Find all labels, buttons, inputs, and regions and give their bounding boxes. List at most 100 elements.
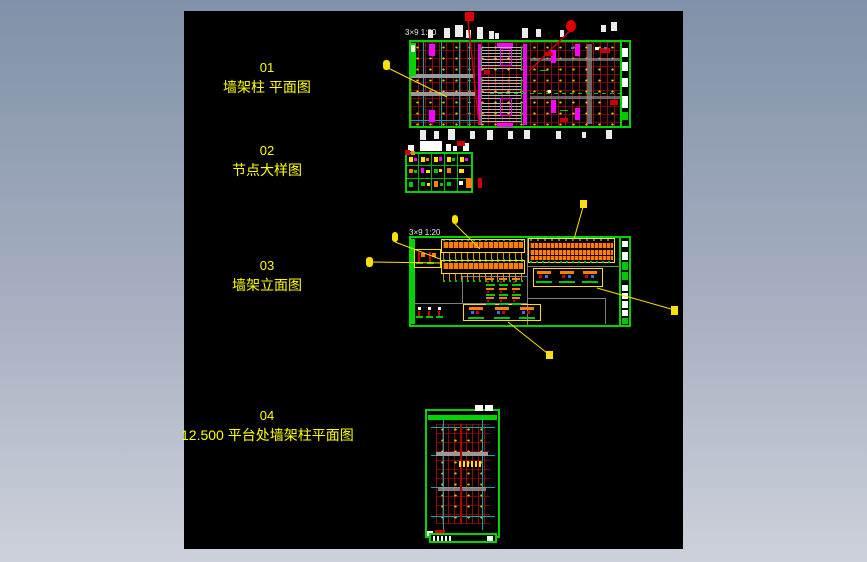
elev-strip bbox=[530, 243, 613, 248]
red-square-marker[interactable] bbox=[465, 12, 474, 21]
partition-line bbox=[413, 303, 527, 304]
detail-glyph bbox=[487, 300, 489, 302]
detail-glyph bbox=[545, 52, 553, 56]
detail-glyph bbox=[499, 297, 507, 299]
dim-blob bbox=[548, 90, 551, 93]
detail-glyph bbox=[432, 253, 436, 257]
detail-glyph bbox=[513, 291, 515, 293]
title-strip-cell bbox=[433, 536, 453, 541]
yellow-balloon-marker[interactable] bbox=[392, 232, 398, 242]
cell-line bbox=[431, 154, 432, 191]
detail-glyph bbox=[562, 275, 565, 278]
detail-glyph bbox=[486, 294, 495, 296]
detail-glyph bbox=[438, 311, 440, 316]
elev-strip bbox=[530, 250, 613, 255]
beam-band bbox=[530, 96, 625, 99]
drawing-02-frame[interactable] bbox=[405, 152, 473, 193]
title-strip-cell bbox=[622, 285, 628, 291]
dim-blob bbox=[508, 131, 513, 139]
elev-strip bbox=[530, 261, 613, 263]
yellow-balloon-marker[interactable] bbox=[452, 215, 458, 224]
column-marker bbox=[429, 110, 435, 122]
column-marker bbox=[497, 123, 513, 127]
node-glyph bbox=[440, 183, 443, 186]
detail-glyph bbox=[411, 151, 415, 155]
elev-box bbox=[441, 239, 525, 253]
node-glyph bbox=[466, 178, 472, 188]
column-marker bbox=[551, 100, 556, 113]
red-balloon-marker[interactable] bbox=[566, 20, 576, 32]
title-strip-cell bbox=[622, 318, 628, 324]
detail-glyph bbox=[487, 281, 489, 283]
cell-line bbox=[407, 178, 471, 179]
yellow-square-marker[interactable] bbox=[580, 200, 587, 208]
braced-frame bbox=[481, 77, 522, 99]
elev-box bbox=[533, 268, 603, 287]
figure-number: 03 bbox=[259, 258, 275, 273]
detail-glyph bbox=[499, 294, 508, 296]
cell-line bbox=[418, 154, 419, 191]
dim-blob bbox=[524, 130, 530, 139]
detail-glyph bbox=[459, 461, 481, 467]
detail-glyph bbox=[499, 284, 508, 286]
detail-glyph bbox=[513, 300, 515, 302]
detail-glyph bbox=[421, 253, 425, 257]
node-glyph bbox=[426, 170, 430, 173]
title-strip-cell bbox=[622, 301, 628, 308]
axis-line bbox=[443, 418, 444, 530]
dim-blob bbox=[601, 25, 606, 32]
figure-number: 02 bbox=[259, 143, 275, 158]
column-marker bbox=[497, 43, 513, 47]
yellow-square-marker[interactable] bbox=[671, 306, 678, 315]
node-glyph bbox=[409, 182, 413, 187]
title-strip-cell bbox=[622, 252, 628, 260]
dim-blob bbox=[448, 129, 455, 140]
node-glyph bbox=[459, 169, 464, 173]
dim-blob bbox=[611, 22, 617, 31]
detail-glyph bbox=[591, 275, 594, 278]
detail-glyph bbox=[486, 288, 494, 290]
detail-glyph bbox=[497, 311, 500, 314]
figure-label-02[interactable]: 02 节点大样图 bbox=[181, 143, 353, 178]
beam-band bbox=[530, 58, 625, 61]
axis-line bbox=[423, 42, 424, 126]
dim-blob bbox=[595, 47, 599, 50]
dim-blob bbox=[606, 130, 612, 139]
figure-label-03[interactable]: 03 墙架立面图 bbox=[181, 258, 353, 293]
dim-blob bbox=[485, 405, 493, 411]
grid-line-green bbox=[560, 110, 568, 111]
node-glyph bbox=[447, 182, 451, 186]
node-glyph bbox=[447, 157, 451, 162]
column-marker bbox=[478, 44, 481, 125]
figure-label-04[interactable]: 04 12.500 平台处墙架柱平面图 bbox=[181, 408, 354, 443]
figure-label-01[interactable]: 01 墙架柱 平面图 bbox=[181, 60, 353, 95]
title-strip-cell bbox=[622, 241, 628, 247]
partition-line bbox=[462, 277, 463, 304]
dim-blob bbox=[420, 130, 426, 140]
node-glyph bbox=[465, 158, 468, 161]
elev-strip bbox=[530, 239, 613, 241]
detail-glyph bbox=[600, 48, 610, 53]
yellow-balloon-marker[interactable] bbox=[383, 60, 390, 70]
figure-number: 01 bbox=[259, 60, 275, 75]
node-glyph bbox=[478, 178, 482, 188]
beam-band bbox=[438, 487, 486, 491]
yellow-square-marker[interactable] bbox=[546, 351, 553, 359]
detail-glyph bbox=[539, 275, 542, 278]
detail-glyph bbox=[471, 311, 474, 314]
node-glyph bbox=[409, 169, 413, 173]
yellow-balloon-marker[interactable] bbox=[366, 257, 373, 267]
node-glyph bbox=[421, 168, 424, 173]
elev-strip bbox=[443, 263, 523, 269]
drawing-01-scale-note: 3×9 1:20 bbox=[405, 28, 437, 37]
grid-dots bbox=[436, 424, 490, 524]
detail-glyph bbox=[428, 311, 430, 316]
node-glyph bbox=[421, 157, 425, 162]
detail-glyph bbox=[583, 271, 597, 274]
drawing-03-scale-note: 3×9 1:20 bbox=[409, 228, 441, 237]
figure-title: 节点大样图 bbox=[232, 162, 302, 178]
axis-line bbox=[441, 42, 442, 126]
axis-line bbox=[411, 120, 481, 121]
axis-line bbox=[459, 42, 460, 126]
partition-line bbox=[527, 238, 528, 325]
